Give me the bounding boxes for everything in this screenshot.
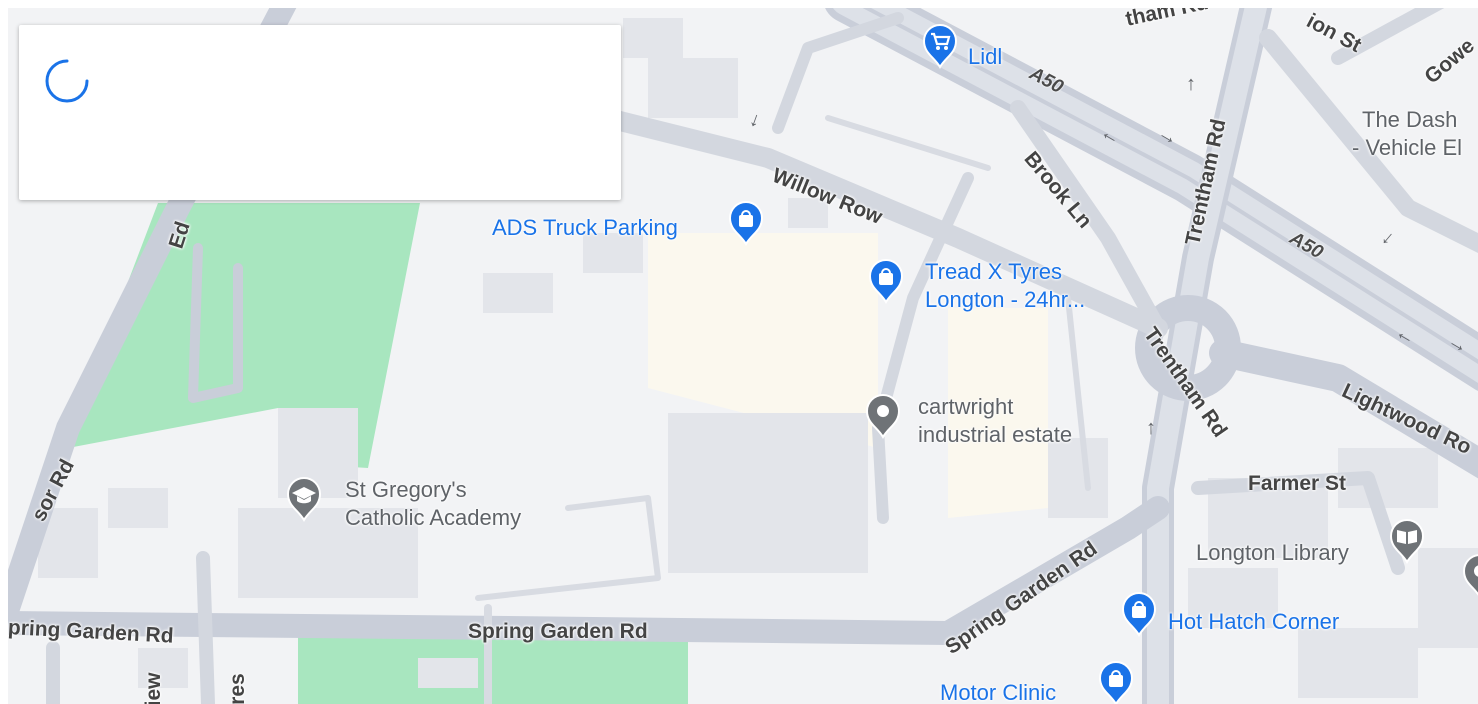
poi-pin-hot-hatch-corner[interactable] <box>1119 591 1159 637</box>
park-area-south <box>298 633 688 704</box>
poi-pin-ads-truck-parking[interactable] <box>726 200 766 246</box>
buildings <box>38 18 1478 698</box>
shopping-bag-icon <box>1132 601 1146 618</box>
poi-pin-tread-x-tyres[interactable] <box>866 258 906 304</box>
poi-label-tread-x-tyres-line2[interactable]: Longton - 24hr... <box>925 287 1086 312</box>
poi-label-the-dash-line2[interactable]: - Vehicle El <box>1352 135 1463 160</box>
place-info-panel[interactable] <box>19 25 621 200</box>
poi-label-st-gregorys-line1[interactable]: St Gregory's <box>345 477 467 502</box>
road-label-view: View <box>142 672 165 704</box>
poi-label-longton-library[interactable]: Longton Library <box>1196 540 1349 565</box>
shopping-cart-icon <box>931 32 951 50</box>
poi-label-hot-hatch-corner[interactable]: Hot Hatch Corner <box>1168 609 1340 634</box>
place-pin-icon <box>1474 565 1478 577</box>
poi-label-cartwright-line2[interactable]: industrial estate <box>918 422 1073 447</box>
poi-label-cartwright-line1[interactable]: cartwright <box>918 394 1014 419</box>
poi-label-motor-clinic[interactable]: Motor Clinic <box>940 680 1057 704</box>
poi-label-the-dash-line1[interactable]: The Dash <box>1362 107 1458 132</box>
poi-label-st-gregorys-line2[interactable]: Catholic Academy <box>345 505 522 530</box>
direction-arrow: ↑ <box>1186 73 1196 95</box>
poi-label-lidl[interactable]: Lidl <box>968 44 1003 69</box>
library-icon <box>1397 530 1417 544</box>
shopping-bag-icon <box>1109 670 1123 687</box>
poi-label-ads-truck-parking[interactable]: ADS Truck Parking <box>492 215 678 240</box>
road-label-spring-garden-center: Spring Garden Rd <box>468 620 648 643</box>
poi-pin-st-gregorys[interactable] <box>284 476 324 522</box>
road-label-farmer-st: Farmer St <box>1248 472 1347 495</box>
loading-spinner-icon <box>45 59 89 103</box>
school-icon <box>292 487 316 504</box>
direction-arrow: ↑ <box>1146 417 1156 439</box>
poi-pin-lidl[interactable] <box>920 23 960 69</box>
industrial-area <box>648 233 878 448</box>
place-pin-icon <box>877 405 889 417</box>
poi-pin-longton-library[interactable] <box>1387 518 1427 564</box>
roads <box>8 8 1478 704</box>
shopping-bag-icon <box>879 268 893 285</box>
poi-pin-cartwright[interactable] <box>863 393 903 439</box>
road-label-cres: Cres <box>226 673 249 704</box>
poi-pin-motor-clinic[interactable] <box>1096 660 1136 704</box>
map-base <box>8 8 1478 704</box>
industrial-area-east <box>948 308 1048 518</box>
poi-label-tread-x-tyres-line1[interactable]: Tread X Tyres <box>925 259 1062 284</box>
shopping-bag-icon <box>739 210 753 227</box>
poi-pin-edge[interactable] <box>1460 553 1478 599</box>
map-view[interactable]: A50 A50 → → ↑ ↑ ↓ ↓ → → tham Rd ion St G… <box>8 8 1478 704</box>
